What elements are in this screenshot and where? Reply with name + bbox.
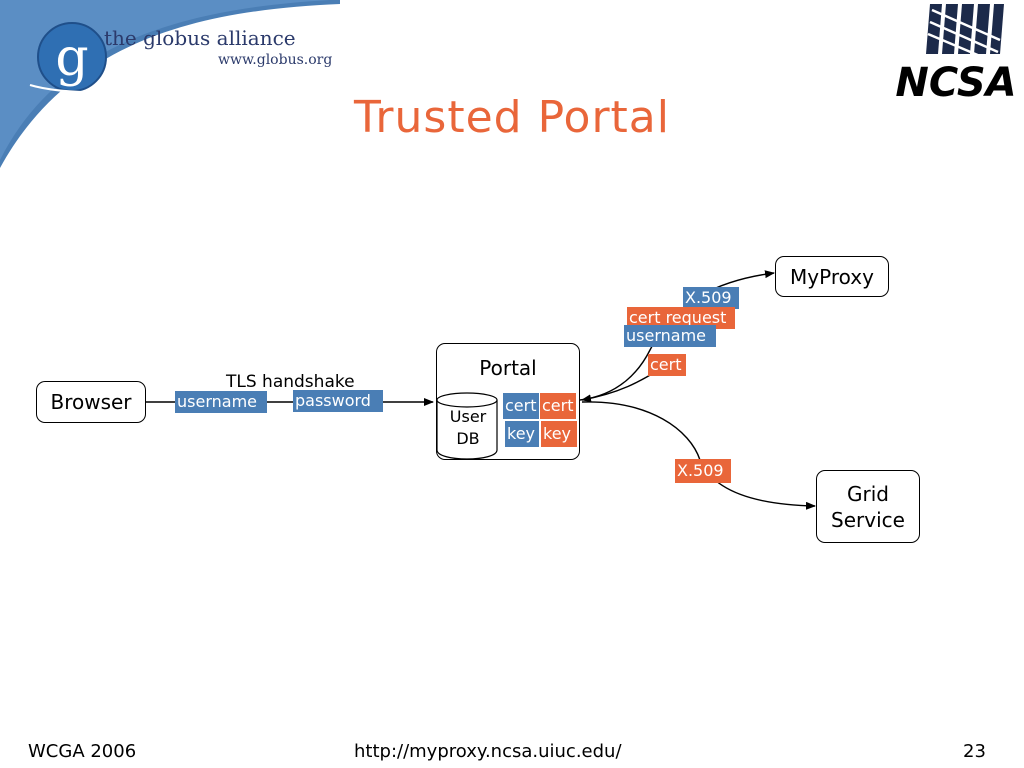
globus-alliance-url: www.globus.org xyxy=(218,52,333,68)
grid-service-line1: Grid xyxy=(847,481,889,506)
user-db-line2: DB xyxy=(456,429,480,448)
portal-cert-orange-tag: cert xyxy=(540,393,576,419)
user-db-line1: User xyxy=(449,407,487,426)
ncsa-logo-text: NCSA xyxy=(895,60,1016,100)
globus-alliance-name: the globus alliance xyxy=(104,26,296,50)
portal-to-grid-service-curve xyxy=(581,401,816,510)
browser-password-tag: password xyxy=(293,390,383,412)
footer-url: http://myproxy.ncsa.uiuc.edu/ xyxy=(354,741,622,762)
myproxy-username-tag: username xyxy=(624,325,716,347)
globus-swoosh-graphic: g xyxy=(0,0,340,168)
user-db-label: User DB xyxy=(440,406,496,450)
portal-key-blue-tag: key xyxy=(505,421,539,447)
globus-g-letter: g xyxy=(55,28,88,88)
myproxy-cert-tag: cert xyxy=(648,354,686,376)
myproxy-label: MyProxy xyxy=(790,264,874,289)
myproxy-cert-request-tag: cert request xyxy=(627,307,735,329)
myproxy-x509-tag: X.509 xyxy=(683,287,739,309)
ncsa-logo: NCSA xyxy=(895,4,1017,100)
portal-key-orange-tag: key xyxy=(541,421,577,447)
slide-title: Trusted Portal xyxy=(354,92,670,143)
portal-label: Portal xyxy=(479,356,537,380)
user-db-cylinder xyxy=(436,392,498,460)
tls-handshake-label: TLS handshake xyxy=(226,372,355,392)
browser-username-tag: username xyxy=(175,391,267,413)
grid-service-node: Grid Service xyxy=(816,470,920,543)
browser-label: Browser xyxy=(50,390,132,414)
footer-conference: WCGA 2006 xyxy=(28,741,137,762)
myproxy-node: MyProxy xyxy=(775,256,889,297)
footer-page-number: 23 xyxy=(963,741,986,762)
grid-x509-tag: X.509 xyxy=(675,459,731,483)
portal-cert-blue-tag: cert xyxy=(503,393,539,419)
grid-service-line2: Service xyxy=(831,507,905,532)
portal-node xyxy=(436,343,580,460)
browser-node: Browser xyxy=(36,381,146,423)
